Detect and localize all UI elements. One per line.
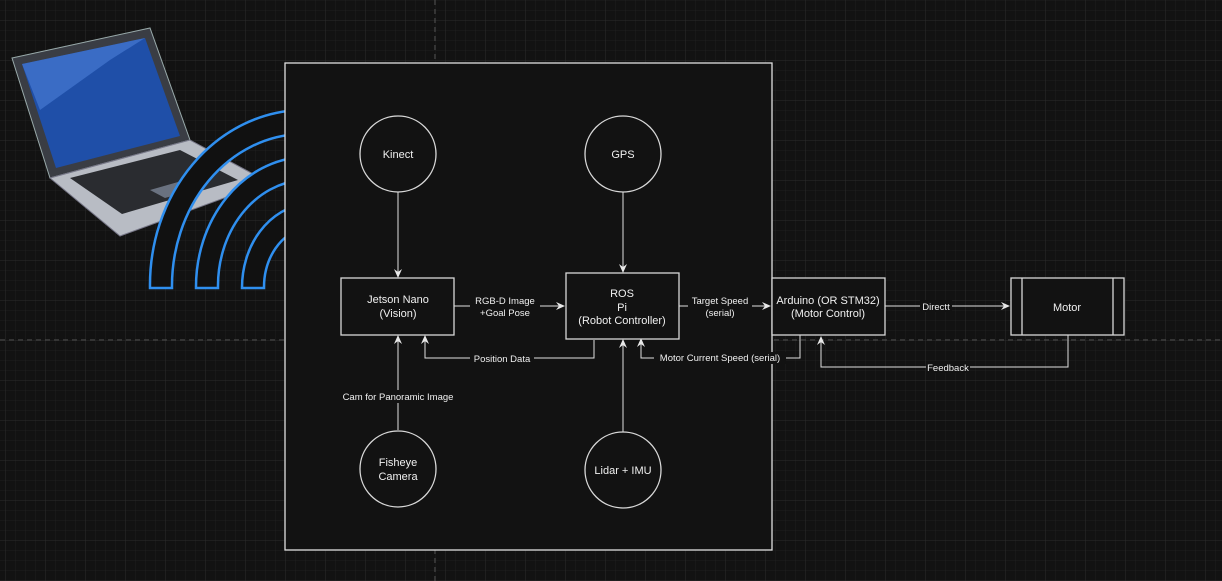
ros-label-1: ROS [610,288,634,300]
fisheye-label-1: Fisheye [379,457,418,469]
lidar-label: Lidar + IMU [594,465,651,477]
node-arduino[interactable]: Arduino (OR STM32) (Motor Control) [771,277,886,336]
ros-label-2: Pi [617,302,627,314]
kinect-label: Kinect [383,149,414,161]
node-ros-pi[interactable]: ROS Pi (Robot Controller) [565,272,680,340]
label-feedback: Feedback [927,363,969,374]
node-fisheye-camera[interactable]: Fisheye Camera [359,430,437,508]
node-lidar-imu[interactable]: Lidar + IMU [584,431,662,509]
label-rgbd-2: +Goal Pose [480,308,530,319]
node-jetson-nano[interactable]: Jetson Nano (Vision) [340,277,455,336]
jetson-label-1: Jetson Nano [367,294,429,306]
label-cam: Cam for Panoramic Image [343,392,454,403]
arduino-label-1: Arduino (OR STM32) [776,295,879,307]
label-target-speed-2: (serial) [705,308,734,319]
node-gps[interactable]: GPS [584,115,662,193]
label-motor-speed: Motor Current Speed (serial) [660,353,780,364]
edge-labels: RGB-D Image +Goal Pose Position Data Tar… [338,295,970,403]
motor-label: Motor [1053,302,1081,314]
node-motor[interactable]: Motor [1010,277,1125,336]
label-target-speed-1: Target Speed [692,296,749,307]
node-kinect[interactable]: Kinect [359,115,437,193]
ros-label-3: (Robot Controller) [578,315,665,327]
label-direct: Directt [922,302,950,313]
fisheye-label-2: Camera [378,471,418,483]
jetson-label-2: (Vision) [379,308,416,320]
arduino-label-2: (Motor Control) [791,308,865,320]
label-rgbd-1: RGB-D Image [475,296,535,307]
gps-label: GPS [611,149,634,161]
label-position: Position Data [474,354,531,365]
